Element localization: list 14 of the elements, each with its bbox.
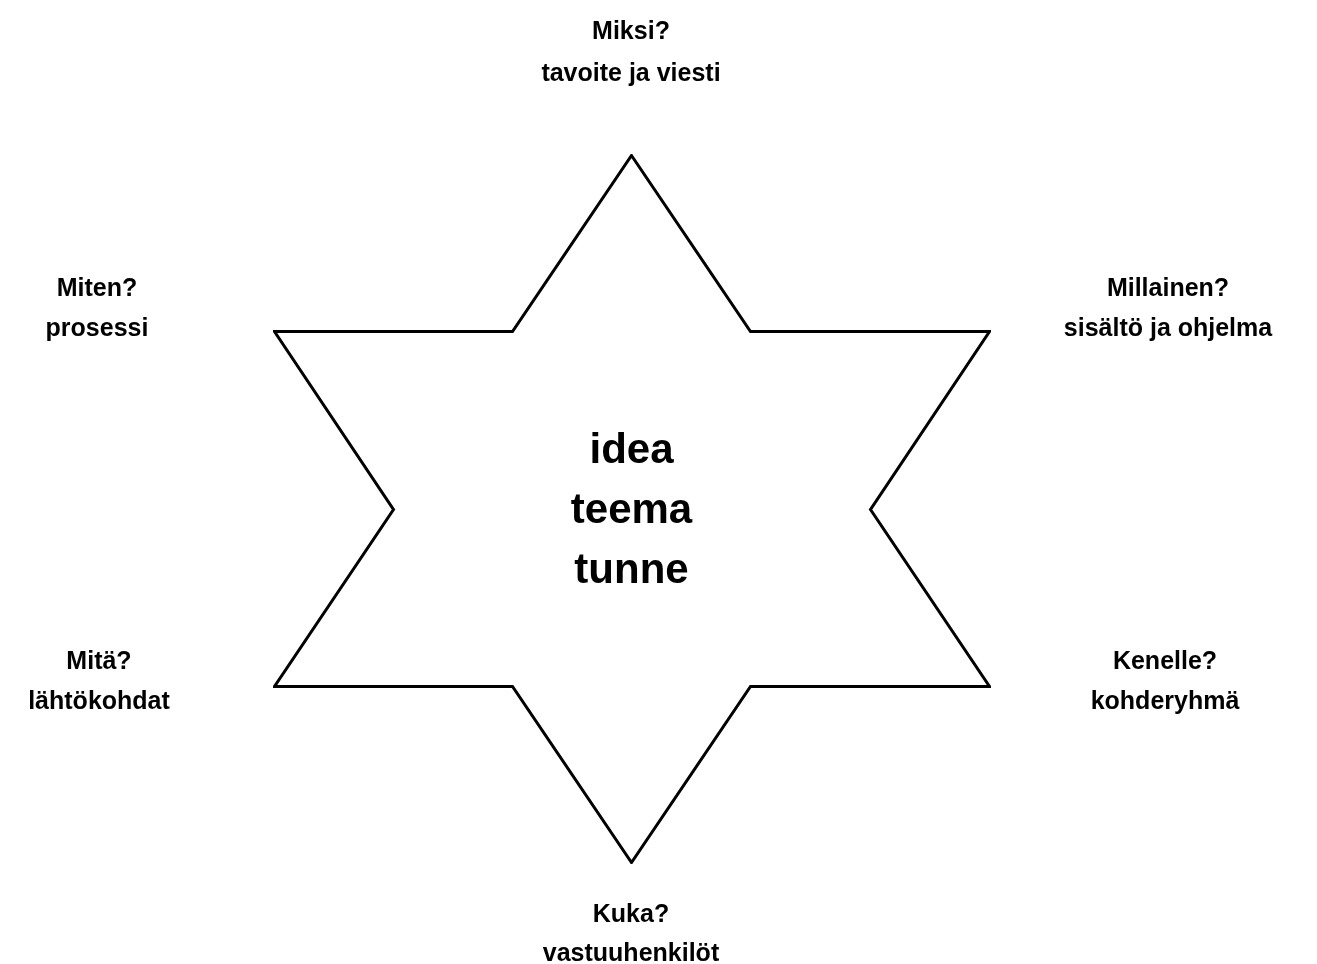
center-text: idea teema tunne [569,423,694,594]
question-heading: Kenelle? [1112,645,1218,675]
question-topic: tavoite ja viesti [541,57,721,87]
question-topic: sisältö ja ohjelma [1063,312,1273,342]
question-heading: Miksi? [592,15,670,45]
question-topic: vastuuhenkilöt [542,937,720,964]
question-heading: Miten? [56,272,138,302]
star-shape [272,153,991,864]
question-heading: Millainen? [1106,272,1230,302]
question-topic: prosessi [45,312,149,342]
question-heading: Mitä? [66,645,132,675]
question-heading: Kuka? [592,898,670,928]
question-topic: kohderyhmä [1090,685,1240,715]
question-topic: lähtökohdat [28,685,170,715]
